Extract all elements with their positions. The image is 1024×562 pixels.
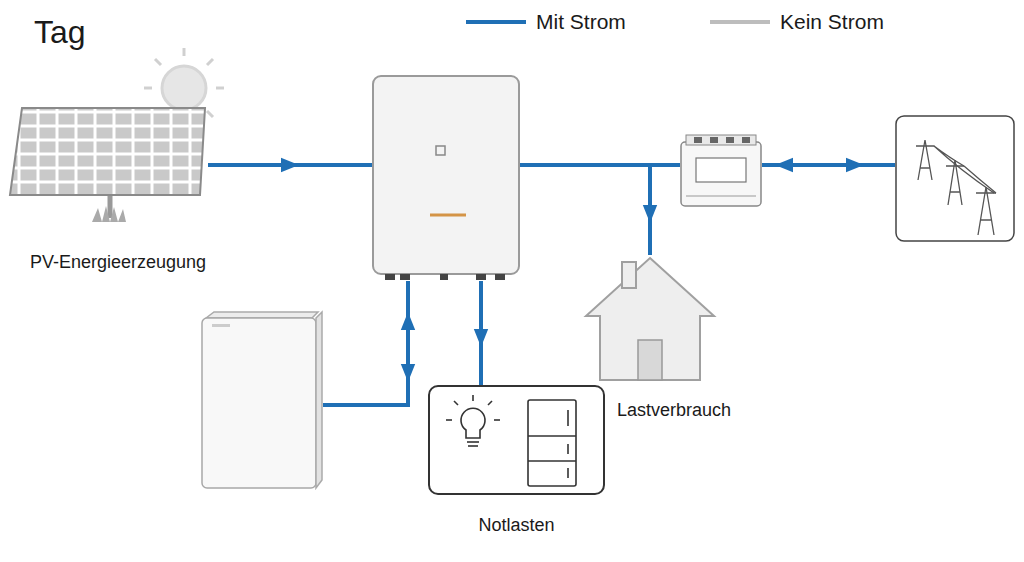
legend-line bbox=[466, 17, 526, 27]
arrowhead bbox=[643, 205, 657, 223]
house-box: Lastverbrauch bbox=[585, 255, 715, 381]
emergency-load-box: Notlasten bbox=[428, 385, 605, 495]
power-line-path bbox=[323, 281, 408, 405]
node-label: Lastverbrauch bbox=[617, 400, 731, 421]
energy-meter bbox=[681, 135, 761, 206]
power-line bbox=[762, 158, 895, 172]
legend-line bbox=[710, 17, 770, 27]
arrowhead bbox=[846, 158, 864, 172]
power-line bbox=[474, 281, 488, 385]
battery bbox=[202, 312, 322, 488]
power-line-path bbox=[520, 165, 650, 255]
power-line bbox=[323, 281, 415, 405]
battery-box bbox=[200, 311, 323, 489]
title: Tag bbox=[34, 14, 86, 51]
legend-entry: Kein Strom bbox=[710, 8, 884, 36]
node-label: PV-Energieerzeugung bbox=[30, 252, 206, 273]
legend-text: Mit Strom bbox=[536, 10, 626, 34]
arrowhead bbox=[401, 364, 415, 382]
power-line bbox=[520, 165, 657, 255]
inverter-box bbox=[372, 75, 520, 275]
arrowhead bbox=[474, 329, 488, 347]
legend-entry: Mit Strom bbox=[466, 8, 626, 36]
house bbox=[586, 258, 714, 380]
legend-text: Kein Strom bbox=[780, 10, 884, 34]
fridge-icon bbox=[528, 400, 576, 486]
grid-box bbox=[895, 115, 1015, 242]
arrowhead bbox=[775, 158, 793, 172]
power-line bbox=[208, 158, 372, 172]
meter-box bbox=[680, 135, 762, 207]
arrowhead bbox=[401, 312, 415, 330]
solar-panel bbox=[10, 108, 205, 222]
bulb-icon bbox=[446, 395, 500, 446]
power-grid bbox=[896, 116, 1014, 241]
arrowhead bbox=[281, 158, 299, 172]
inverter bbox=[373, 76, 519, 280]
node-label: Notlasten bbox=[478, 515, 554, 536]
pv-panel: PV-Energieerzeugung bbox=[8, 95, 208, 217]
